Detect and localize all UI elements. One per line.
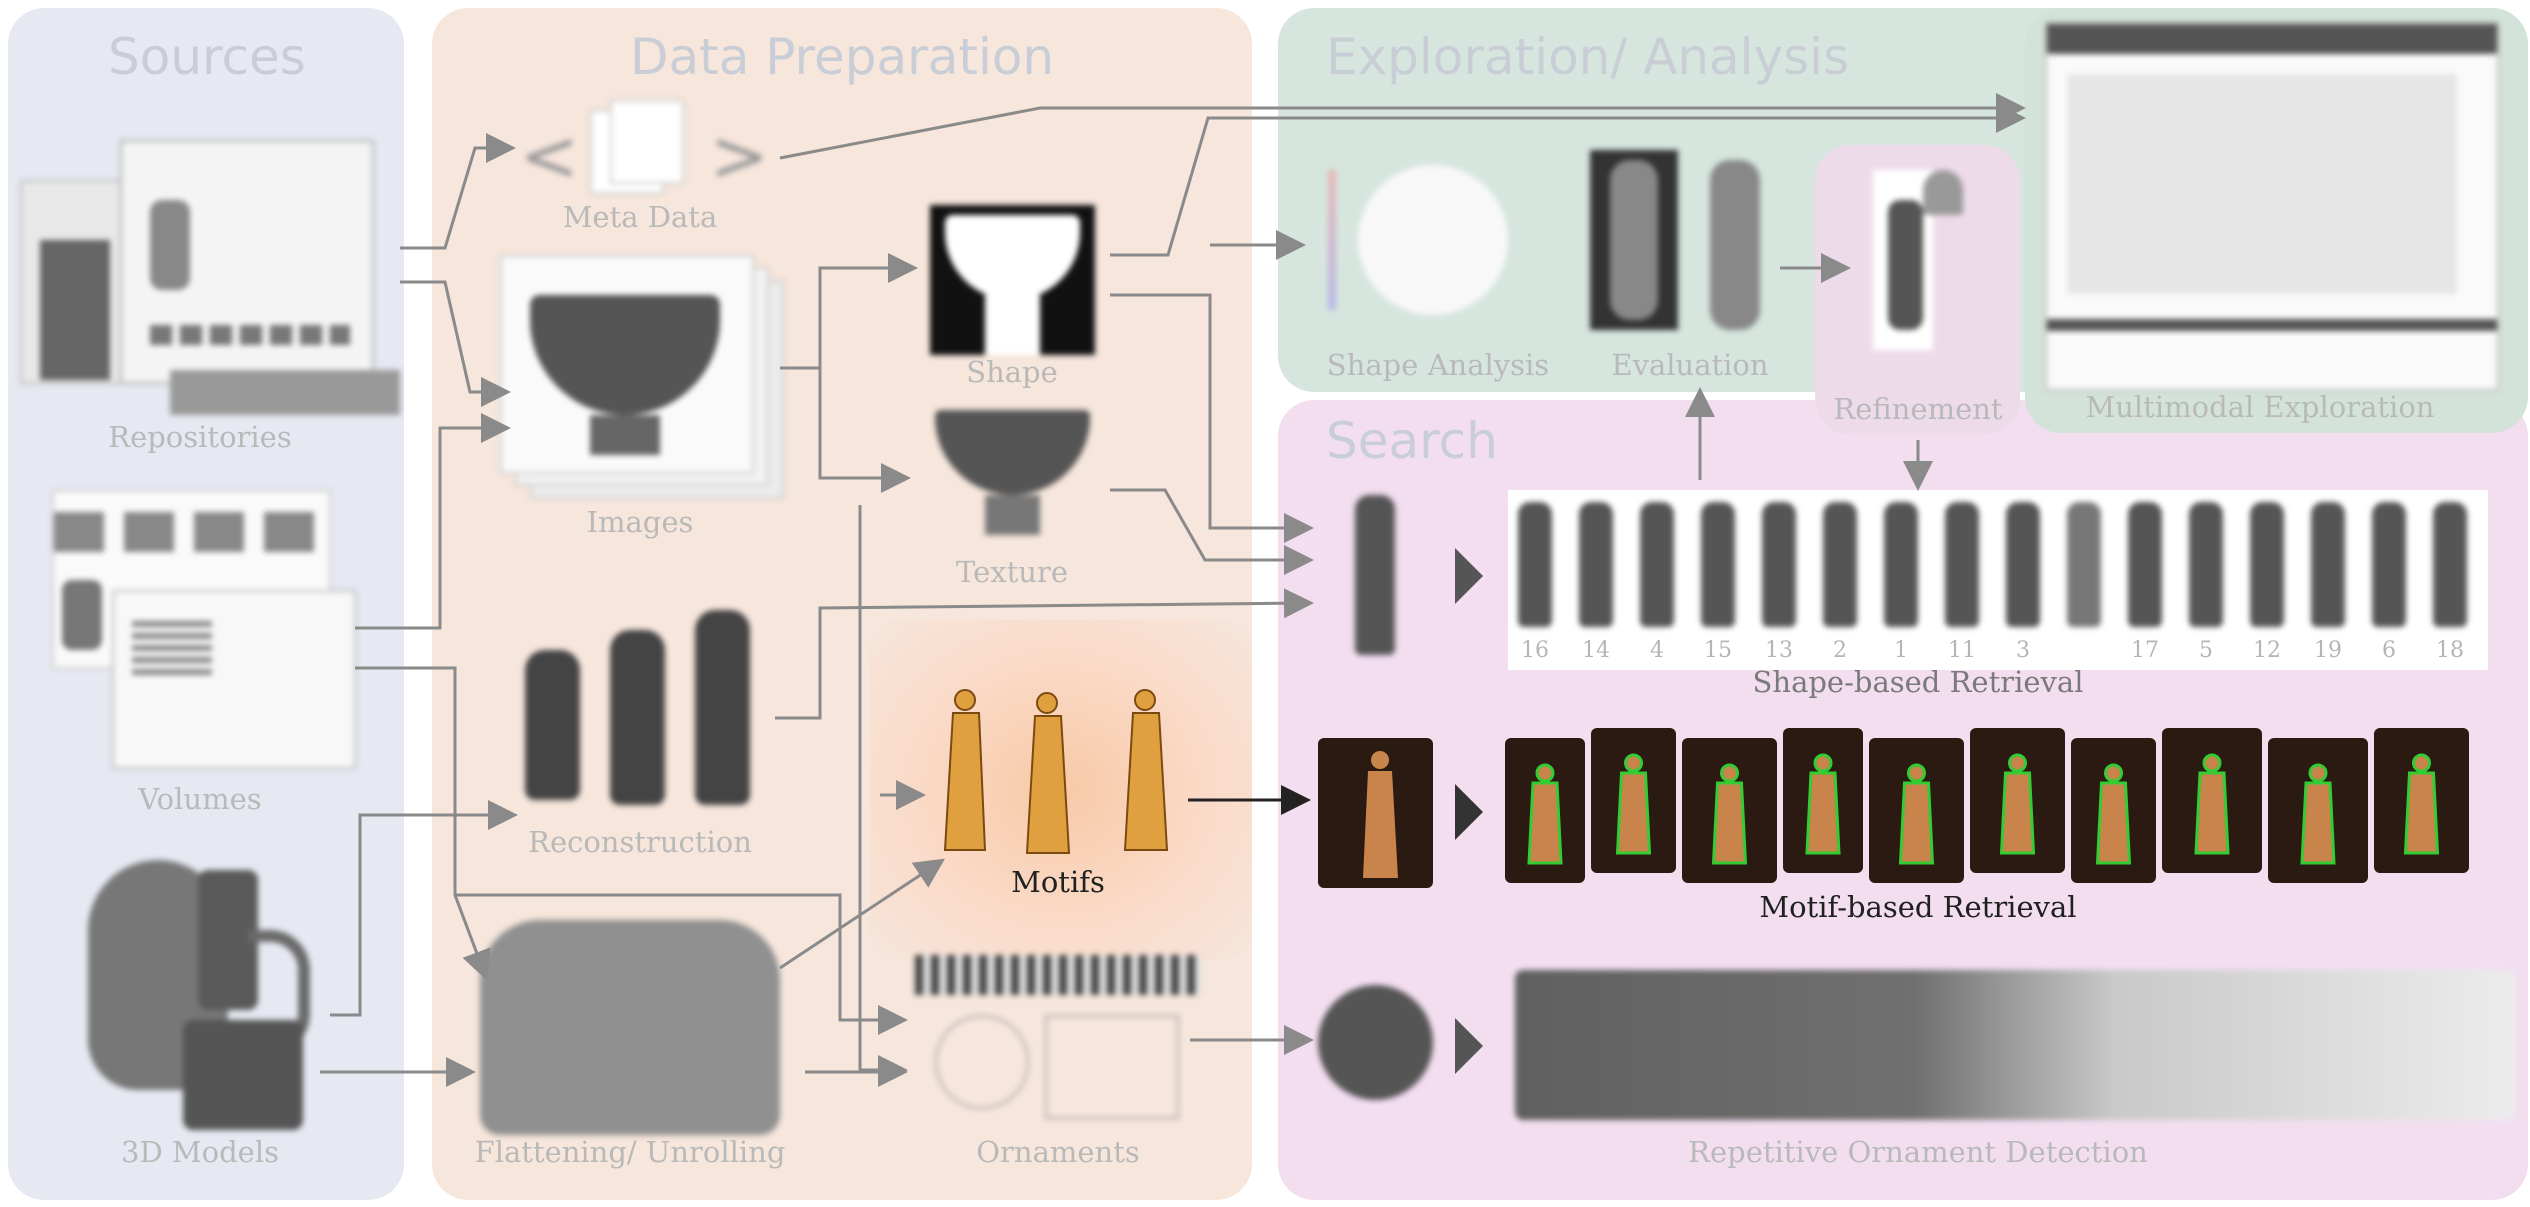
shape-result-vase[interactable] [1823, 502, 1857, 627]
volumes-label: Volumes [138, 782, 262, 816]
shape-result-vase[interactable] [2067, 502, 2101, 627]
3d-models-label: 3D Models [121, 1135, 279, 1169]
shape-result-vase[interactable] [1762, 502, 1796, 627]
reconstruction-label: Reconstruction [528, 825, 752, 859]
flattening-image [480, 920, 780, 1135]
shape-result-vase[interactable] [1518, 502, 1552, 627]
shape-silhouette [930, 205, 1095, 355]
shape-result-rank: 5 [2199, 638, 2213, 663]
3d-models-illustration [88, 850, 328, 1130]
refinement-image [1868, 170, 1968, 360]
motif-result-image[interactable] [1783, 728, 1863, 873]
search-title: Search [1326, 412, 1498, 470]
shape-result-rank: 2 [1833, 638, 1847, 663]
ornament-detection-label: Repetitive Ornament Detection [1688, 1135, 2148, 1169]
shape-result-rank: 11 [1948, 638, 1976, 663]
evaluation-label: Evaluation [1611, 348, 1769, 382]
volumes-pages [52, 490, 356, 775]
shape-result-vase[interactable] [2006, 502, 2040, 627]
shape-retrieval-label: Shape-based Retrieval [1752, 665, 2084, 699]
shape-result-rank: 4 [1650, 638, 1664, 663]
shape-result-rank: 16 [1521, 638, 1549, 663]
shape-result-rank: 17 [2131, 638, 2159, 663]
shape-result-vase[interactable] [1579, 502, 1613, 627]
motif-result-image[interactable] [2268, 738, 2368, 883]
motif-result-image[interactable] [2162, 728, 2262, 873]
shape-result-vase[interactable] [2189, 502, 2223, 627]
shape-result-rank: 12 [2253, 638, 2281, 663]
data-preparation-title: Data Preparation [630, 28, 1055, 86]
shape-result-vase[interactable] [1701, 502, 1735, 627]
reconstruction-vases [525, 590, 755, 815]
meta-data-icon: < > [520, 100, 769, 200]
shape-query-vase [1355, 495, 1395, 655]
motif-result-image[interactable] [2374, 728, 2469, 873]
shape-result-rank: 19 [2314, 638, 2342, 663]
shape-analysis-plot [1318, 140, 1518, 340]
motifs-figures [943, 689, 1169, 854]
flattening-label: Flattening/ Unrolling [474, 1135, 786, 1169]
shape-result-vase[interactable] [2433, 502, 2467, 627]
shape-result-vase[interactable] [2311, 502, 2345, 627]
motif-result-image[interactable] [1505, 738, 1585, 883]
multimodal-screenshot [2045, 22, 2499, 391]
shape-result-rank: 13 [1765, 638, 1793, 663]
motif-query-image [1318, 738, 1433, 888]
texture-label: Texture [956, 555, 1068, 589]
motif-result-image[interactable] [1970, 728, 2065, 873]
shape-analysis-label: Shape Analysis [1326, 348, 1550, 382]
shape-result-vase[interactable] [2128, 502, 2162, 627]
shape-result-rank: 1 [1894, 638, 1908, 663]
shape-query-arrow [1455, 548, 1483, 604]
repositories-screenshots [20, 140, 400, 415]
refinement-label: Refinement [1833, 392, 2003, 426]
motif-results [1505, 728, 2515, 883]
motif-result-image[interactable] [2071, 738, 2156, 883]
repositories-label: Repositories [108, 420, 292, 454]
images-stack [500, 255, 784, 499]
ornament-query-image [1318, 985, 1433, 1100]
ornaments-illustration [915, 955, 1200, 1130]
evaluation-images [1590, 150, 1770, 330]
shape-result-vase[interactable] [1640, 502, 1674, 627]
shape-result-vase[interactable] [2250, 502, 2284, 627]
multimodal-label: Multimodal Exploration [2085, 390, 2435, 424]
motif-result-image[interactable] [1591, 728, 1676, 873]
ornaments-label: Ornaments [976, 1135, 1140, 1169]
sources-title: Sources [108, 28, 306, 86]
motif-retrieval-label: Motif-based Retrieval [1759, 890, 2077, 924]
motif-result-image[interactable] [1869, 738, 1964, 883]
shape-result-rank: 15 [1704, 638, 1732, 663]
exploration-title: Exploration/ Analysis [1326, 28, 1850, 86]
ornament-detection-image [1515, 970, 2515, 1120]
shape-result-rank: 18 [2436, 638, 2464, 663]
ornament-query-arrow [1455, 1018, 1483, 1074]
meta-data-label: Meta Data [562, 200, 718, 234]
shape-result-rank: 14 [1582, 638, 1610, 663]
motifs-label: Motifs [1011, 865, 1105, 899]
shape-result-vase[interactable] [2372, 502, 2406, 627]
motif-query-arrow [1455, 784, 1483, 840]
shape-result-vase[interactable] [1884, 502, 1918, 627]
shape-result-vase[interactable] [1945, 502, 1979, 627]
shape-result-rank: 6 [2382, 638, 2396, 663]
texture-image [935, 410, 1090, 545]
shape-result-rank: 3 [2016, 638, 2030, 663]
motif-result-image[interactable] [1682, 738, 1777, 883]
images-label: Images [586, 505, 694, 539]
shape-label: Shape [966, 355, 1058, 389]
